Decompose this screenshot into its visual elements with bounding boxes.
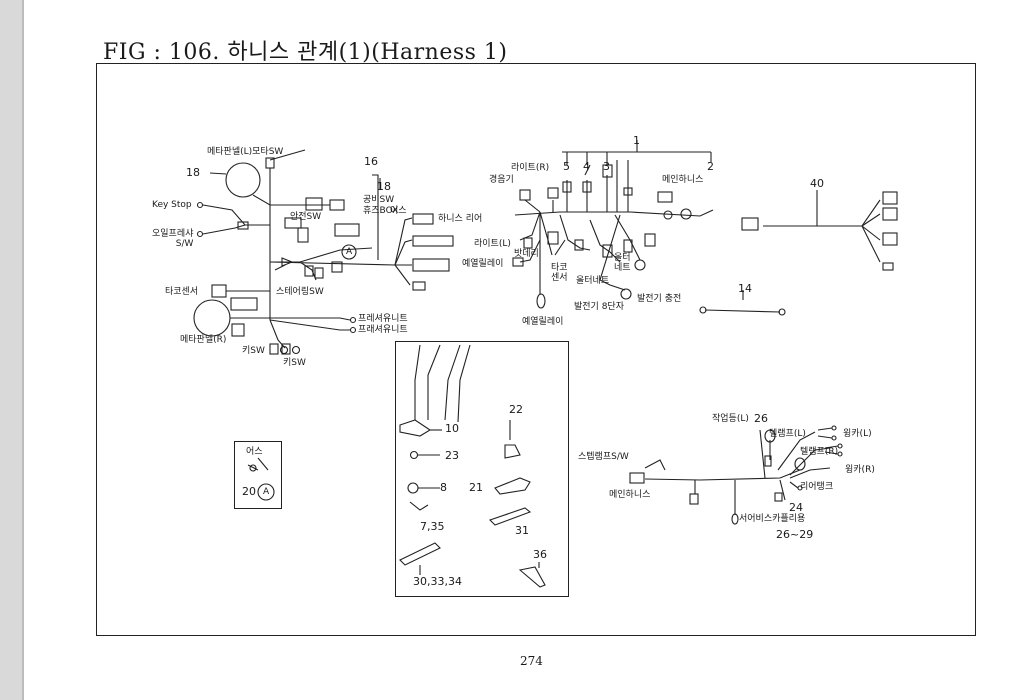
label-main-harness-1: 메인하니스 [662,175,704,185]
label-generator-8pin: 발전기 8단자 [574,302,624,312]
number-26: 26 [754,412,768,425]
number-4: 4 [583,160,590,173]
number-24: 24 [789,501,803,514]
number-26-29: 26~29 [776,528,814,541]
number-18-center: 18 [377,180,391,193]
figure-title: FIG : 106. 하니스 관계(1)(Harness 1) [103,40,508,65]
number-8: 8 [440,481,447,494]
earth-legend-box [234,441,282,509]
label-key-sw-2: 키SW [283,358,306,368]
number-7-35: 7,35 [420,520,445,533]
label-rear-tank: 리어탱크 [800,482,834,492]
diagram-frame [96,63,976,636]
number-5: 5 [563,160,570,173]
label-key-stop: Key Stop [152,200,192,210]
label-harness-rear: 하니스 리어 [438,214,483,224]
label-horn: 경음기 [489,175,514,185]
number-18-left: 18 [186,166,200,179]
label-preheat-relay-2: 예열릴레이 [522,317,564,327]
number-23: 23 [445,449,459,462]
label-main-harness-2: 메인하니스 [609,490,651,500]
legend-earth-label: 어스 [246,447,263,457]
label-tail-lamp-r: 텔램프(R) [800,447,839,457]
scan-edge [0,0,22,700]
number-40: 40 [810,177,824,190]
parts-inset-box [395,341,569,597]
label-light-r: 라이트(R) [511,163,550,173]
number-31: 31 [515,524,529,537]
label-safety-sw: 안전SW [290,212,322,222]
label-winker-l: 윙카(L) [843,429,872,439]
label-work-lamp-l: 작업등(L) [712,414,749,424]
circle-a-center: A [346,247,353,257]
label-pressure-unit-1: 프레셔유니트 [358,314,408,324]
meter-panel-l-gauge [225,162,261,198]
label-step-lamp-sw: 스텝램프S/W [578,452,629,462]
label-alternator-2: 올터네트 [576,276,610,286]
number-36: 36 [533,548,547,561]
label-generator-charge: 발전기 충전 [637,294,682,304]
label-winker-r: 윙카(R) [845,465,875,475]
number-3: 3 [603,160,610,173]
label-tacho-sensor-2: 타코 센서 [551,263,568,283]
label-oil-pressure-sw: 오일프레샤 S/W [152,229,194,249]
label-preheat-relay-1: 예열릴레이 [462,259,504,269]
scan-edge-line [22,0,24,700]
page-number: 274 [520,654,543,668]
number-1: 1 [633,134,640,147]
label-meter-panel-r: 메타판넬(R) [180,335,227,345]
label-key-sw-1: 키SW [242,346,265,356]
label-tacho-sensor: 타코센서 [165,287,199,297]
number-21: 21 [469,481,483,494]
label-alternator-1: 올터 네트 [614,253,631,273]
label-steering-sw: 스테어링SW [276,287,324,297]
number-30-33-34: 30,33,34 [413,575,462,588]
label-fuse-box: 휴즈BOX [363,206,399,216]
label-light-l: 라이트(L) [474,239,511,249]
center-trunk-wire [514,209,714,217]
label-battery: 밧데리 [514,249,539,259]
legend-number-20: 20 [242,485,256,498]
lower-right-trunk-wire [644,469,801,481]
label-tail-lamp-l: 텔램프(L) [769,429,806,439]
label-service-coupler: 서어비스카플리용 [739,514,806,524]
number-10: 10 [445,422,459,435]
number-2: 2 [707,160,714,173]
label-unbi-sw: 공비SW [363,195,395,205]
label-pressure-unit-2: 프래셔유니트 [358,325,408,335]
number-14: 14 [738,282,752,295]
number-16: 16 [364,155,378,168]
label-meter-panel-l-motor-sw: 메타판넬(L)모타SW [207,147,284,157]
label-earth: 어스 [390,206,407,216]
legend-circle-a: A [263,487,270,497]
meter-panel-r-gauge [193,299,231,337]
number-22: 22 [509,403,523,416]
